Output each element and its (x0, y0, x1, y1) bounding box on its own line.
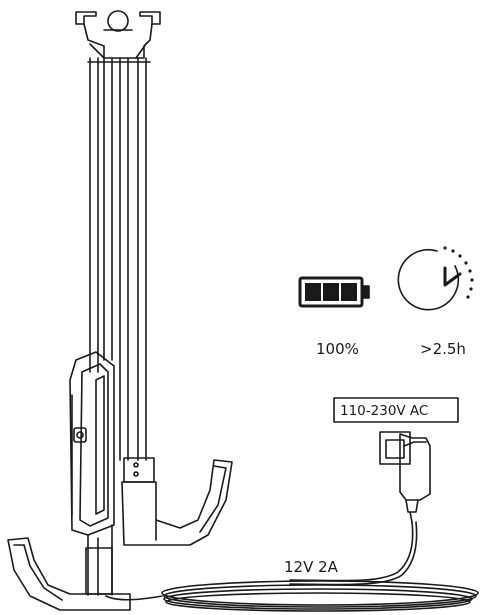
wall-adapter (333, 397, 459, 523)
device-stand (7, 10, 233, 611)
battery-full-icon (298, 276, 370, 308)
battery-level-label: 100% (316, 340, 359, 358)
clock-icon (397, 246, 474, 311)
input-voltage-label: 110-230V AC (340, 403, 428, 419)
charging-cable (105, 521, 479, 612)
charge-time-label: >2.5h (420, 340, 466, 358)
output-rating-label: 12V 2A (284, 558, 339, 576)
